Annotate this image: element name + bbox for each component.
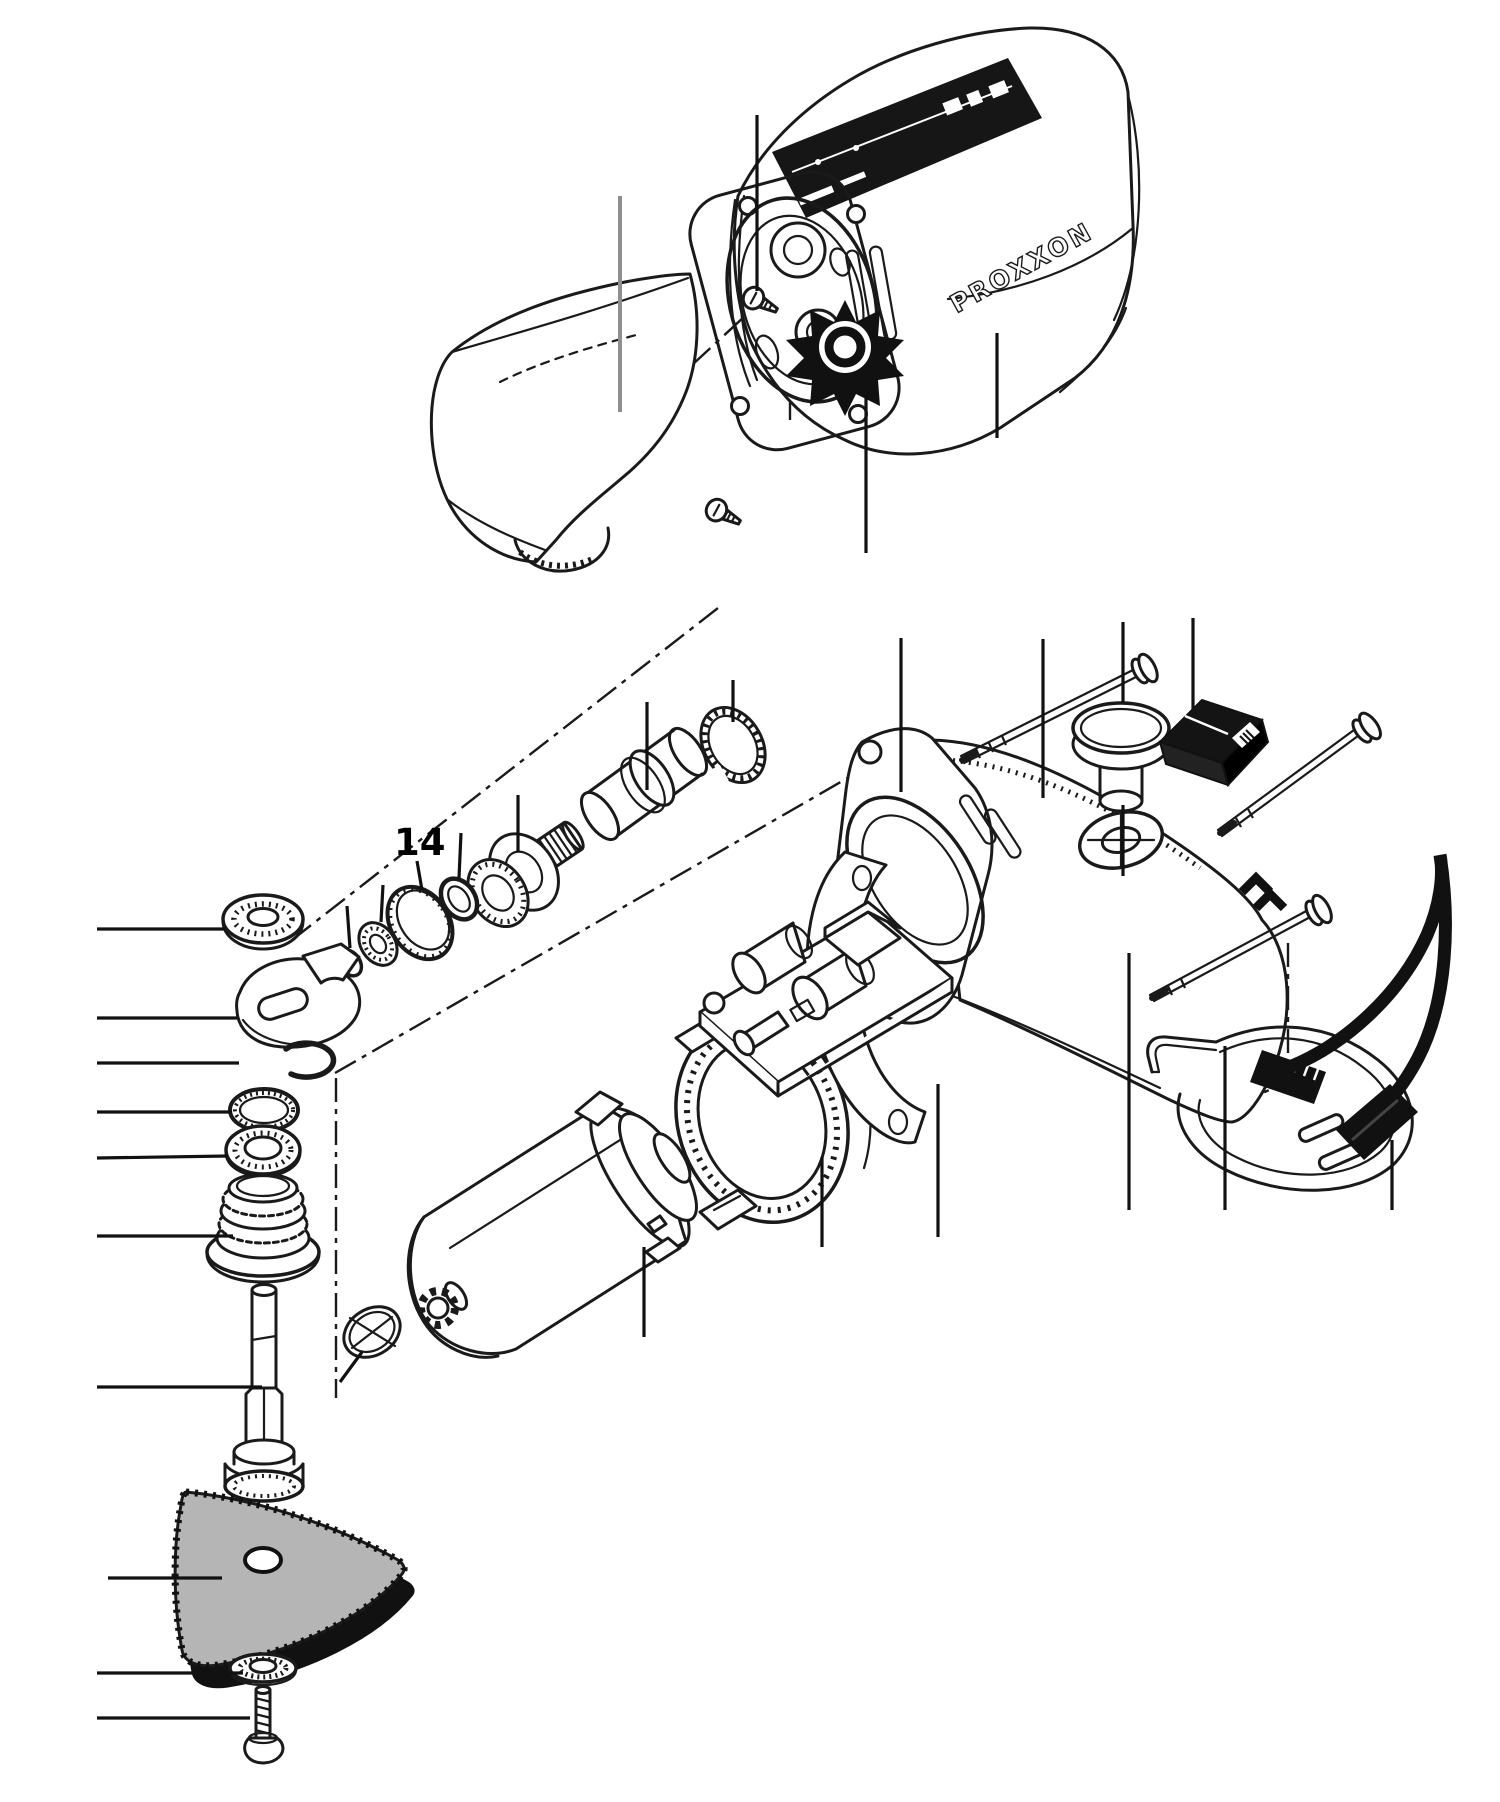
part-housing-screw-lower	[704, 497, 742, 526]
plug-seam	[1351, 1098, 1399, 1142]
part-retaining-ring-large	[697, 705, 767, 794]
axis-line-spindle	[291, 607, 719, 941]
part-lower-ball-bearing	[224, 1124, 302, 1178]
switch-glyph	[1239, 729, 1255, 745]
bracket-hole	[851, 864, 873, 892]
part-clamping-fork	[235, 942, 362, 1049]
part-eccentric-cam	[342, 1305, 402, 1359]
part-circuit-board	[698, 900, 954, 1098]
spindle-train-group	[336, 705, 767, 978]
part-ball-bearing-small	[357, 921, 399, 967]
leader-line	[379, 884, 385, 923]
leader-line	[457, 832, 463, 879]
drive-group	[342, 1004, 872, 1359]
clamp-lug	[698, 1188, 758, 1231]
chevron-mark-icon	[1252, 887, 1288, 912]
part-o-ring-inner	[447, 885, 471, 913]
part-spindle-nut	[221, 893, 305, 951]
housing-cutout	[829, 247, 851, 277]
part-push-button	[1071, 701, 1171, 813]
flange-ear	[857, 739, 883, 765]
part-fan-seal-star	[786, 300, 904, 416]
part-assembly-screw-b	[1216, 711, 1382, 838]
part-power-cord	[1285, 853, 1452, 1121]
ring-gap	[697, 764, 729, 794]
flange-screw-boss	[730, 396, 750, 416]
part-motor-pinion	[417, 1281, 469, 1329]
part-gear-head-cover	[429, 272, 699, 573]
housing-vent	[958, 794, 997, 845]
small-component	[789, 998, 816, 1023]
leader-line	[338, 1351, 364, 1383]
part-power-switch	[1158, 698, 1270, 787]
axis-line-motor	[334, 766, 866, 1075]
disc-capacitor	[702, 991, 726, 1015]
part-dc-motor	[406, 1090, 698, 1359]
capacitor	[791, 946, 875, 1021]
cover-spigot	[513, 526, 611, 573]
flange-screw-boss	[846, 204, 866, 224]
label-text-line	[839, 171, 867, 187]
seal-ring	[824, 326, 866, 368]
part-snap-ring	[283, 1040, 337, 1080]
bearing-seat	[769, 221, 827, 279]
bracket-hole	[887, 1108, 909, 1136]
part-number-callout: 14	[394, 821, 446, 864]
leader-lines	[96, 115, 1394, 1720]
pad-serrated-edge	[171, 1488, 408, 1670]
part-assembly-screw-c	[1148, 893, 1333, 1003]
housing-group	[698, 652, 1452, 1192]
part-upper-housing-shell: PROXXON	[688, 26, 1141, 526]
leader-line	[96, 1154, 229, 1160]
part-spindle-sleeve	[579, 726, 709, 842]
rating-label	[772, 58, 1042, 218]
label-dot	[815, 159, 821, 165]
label-symbol-icon	[966, 89, 984, 107]
housing-vent	[983, 808, 1022, 859]
motor-vent	[646, 1214, 668, 1234]
plug-pin	[1297, 1113, 1345, 1143]
part-power-plug	[1297, 1084, 1418, 1171]
leader-line	[345, 905, 352, 949]
relay-box	[823, 900, 902, 967]
label-dot	[853, 145, 859, 151]
part-housing-screw-upper	[741, 285, 779, 314]
front-opening	[725, 196, 879, 404]
capacitor	[731, 921, 814, 995]
part-work-spindle	[223, 1283, 305, 1503]
leader-line-part14	[415, 860, 424, 891]
flange-screw-boss	[848, 404, 868, 424]
pad-center-hole	[243, 1546, 283, 1574]
part-cable-clip	[1146, 1035, 1218, 1074]
motor-terminal	[574, 1090, 624, 1127]
part-pad-screw	[243, 1685, 285, 1765]
ce-mark-icon	[942, 97, 963, 116]
motor-tab	[644, 1236, 682, 1264]
resistor	[732, 1010, 790, 1057]
housing-cutout	[754, 334, 780, 370]
left-parts-group	[171, 893, 415, 1765]
part-assembly-screw-a	[959, 652, 1159, 765]
part-sanding-pad	[171, 1488, 415, 1689]
bearing-seat-bore	[782, 234, 814, 266]
part-motor-clamp-ring	[674, 1004, 872, 1231]
part-rubber-bellows	[205, 1172, 321, 1284]
label-symbol-icon	[988, 80, 1009, 99]
chevron-mark-icon	[1238, 871, 1274, 896]
part-pad-washer	[228, 1652, 298, 1687]
part-power-cord-loop	[1176, 1025, 1414, 1192]
